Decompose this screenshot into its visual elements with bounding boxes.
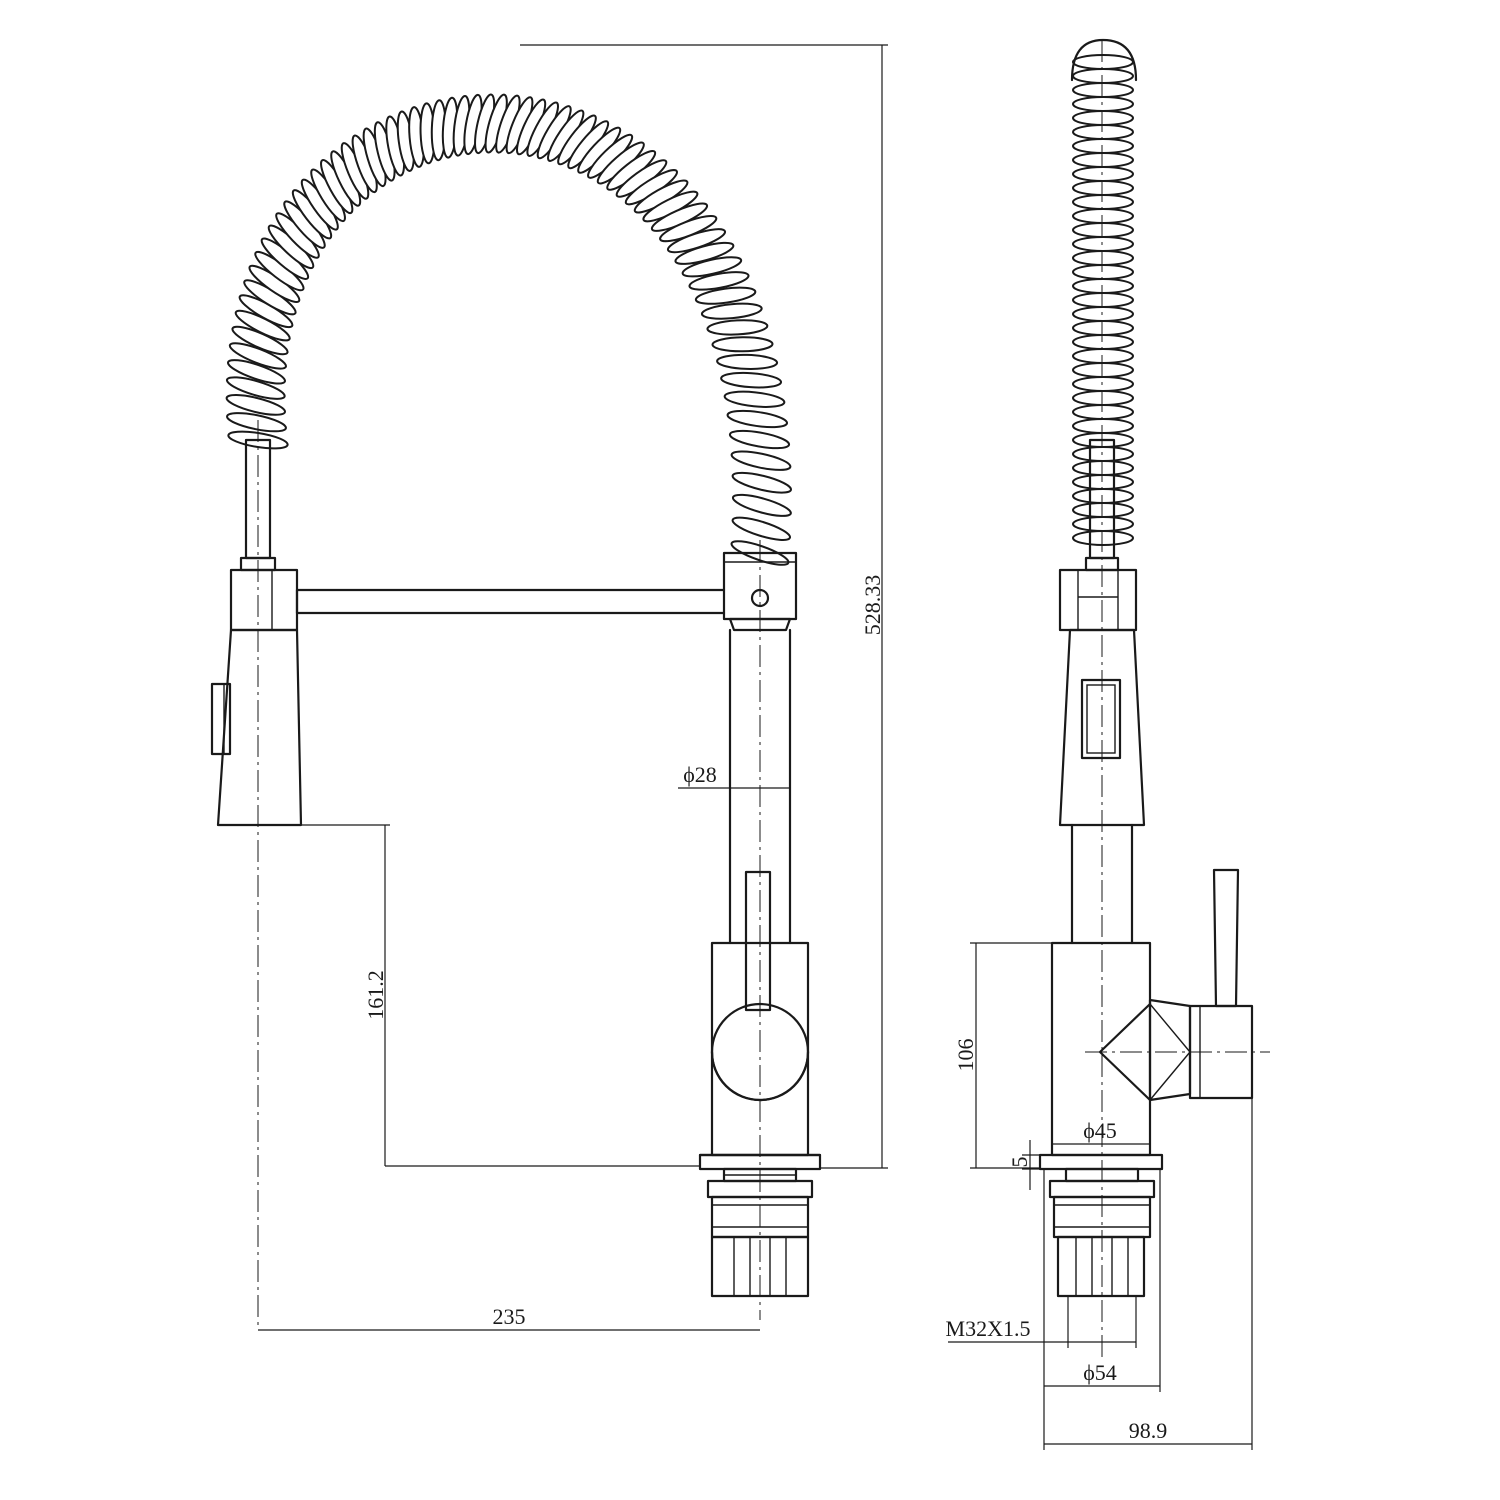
coil-turn [1072, 68, 1134, 84]
coil-turn [1072, 446, 1134, 462]
dim-plate-thickness: 5 [1007, 1140, 1040, 1190]
dim-overall-height-label: 528.33 [860, 575, 885, 636]
side-column [1070, 823, 1134, 945]
dim-base-diameter-label: ϕ45 [1083, 1118, 1117, 1143]
dim-spout-height-label: 161.2 [363, 970, 388, 1020]
coil-turn [726, 409, 789, 429]
dim-tube-diameter: ϕ28 [678, 762, 790, 789]
coil-turn [720, 371, 783, 389]
coil-turn [1072, 502, 1134, 518]
coil-turn [1072, 82, 1134, 98]
dim-spout-height: 161.2 [301, 824, 700, 1167]
coil-turn [1072, 362, 1134, 378]
dim-thread: M32X1.5 [946, 1296, 1137, 1348]
coil-turn [227, 359, 286, 385]
coil-turn [1072, 488, 1134, 504]
coil-turn [694, 286, 757, 305]
coil-turn [1072, 180, 1134, 196]
coil-turn [1072, 54, 1134, 70]
coil-turn [1072, 348, 1134, 364]
coil-turn [1072, 208, 1134, 224]
side-coil-cap [1070, 38, 1138, 82]
coil-turn [1072, 460, 1134, 476]
coil-turn [1072, 96, 1134, 112]
coil-turn [1072, 194, 1134, 210]
coil-turn [1072, 250, 1134, 266]
coil-turn [1072, 124, 1134, 140]
coil-turn [700, 302, 763, 320]
dim-base-height-label: 106 [953, 1039, 978, 1072]
coil-turn [1072, 152, 1134, 168]
side-view: 106 ϕ45 5 M32X1.5 ϕ54 [946, 38, 1270, 1450]
coil-turn [225, 376, 286, 400]
coil-turn [728, 429, 791, 450]
coil-turn [1072, 166, 1134, 182]
coil-turn [711, 336, 774, 353]
front-spray-neck [239, 420, 277, 1330]
side-spray-head [1058, 628, 1146, 827]
coil-turn [731, 493, 792, 517]
side-holder [1058, 568, 1138, 632]
coil-turn [1072, 376, 1134, 392]
front-spray-head [210, 568, 303, 827]
front-mounting-nut [706, 1167, 814, 1298]
coil-turn [723, 390, 786, 408]
side-spring-coil [1072, 54, 1134, 546]
dim-plate-thickness-label: 5 [1007, 1157, 1032, 1168]
coil-turn [226, 412, 287, 433]
side-mounting-nut [1048, 1167, 1156, 1298]
coil-turn [1072, 236, 1134, 252]
coil-turn [1072, 264, 1134, 280]
coil-turn [1072, 404, 1134, 420]
coil-turn [1072, 474, 1134, 490]
dim-overall-height: 528.33 [520, 44, 888, 1169]
front-spring-coil [225, 93, 792, 566]
coil-turn [1072, 516, 1134, 532]
coil-turn [1072, 530, 1134, 546]
coil-turn [1072, 390, 1134, 406]
dim-reach-label: 235 [493, 1304, 526, 1329]
dim-nut-diameter-label: ϕ54 [1083, 1360, 1117, 1385]
dim-reach: 235 [258, 1304, 760, 1331]
coil-turn [731, 471, 792, 494]
dim-base-diameter: ϕ45 [1052, 1118, 1150, 1145]
coil-turn [1072, 320, 1134, 336]
coil-turn [681, 256, 743, 278]
dim-nut-diameter: ϕ54 [1043, 1169, 1161, 1450]
front-holder-bar [295, 588, 726, 615]
coil-turn [1072, 138, 1134, 154]
coil-turn [1072, 334, 1134, 350]
dim-depth-label: 98.9 [1129, 1418, 1168, 1443]
coil-turn [1072, 278, 1134, 294]
coil-turn [1072, 418, 1134, 434]
dim-thread-label: M32X1.5 [946, 1316, 1031, 1341]
coil-turn [1072, 222, 1134, 238]
coil-turn [1072, 292, 1134, 308]
coil-turn [225, 394, 286, 416]
front-view: 528.33 ϕ28 161.2 235 [210, 44, 888, 1331]
coil-turn [716, 353, 779, 370]
coil-turn [1072, 110, 1134, 126]
front-column [728, 540, 792, 1320]
dim-tube-diameter-label: ϕ28 [683, 762, 717, 787]
coil-turn [731, 516, 792, 541]
coil-turn [730, 450, 792, 471]
coil-turn [706, 319, 769, 336]
dim-base-height: 106 [953, 942, 1052, 1169]
side-mixer-body [1038, 868, 1270, 1171]
coil-turn [1072, 306, 1134, 322]
dim-depth: 98.9 [1044, 1098, 1253, 1450]
coil-turn [688, 271, 750, 291]
front-mixer-body [698, 870, 822, 1171]
